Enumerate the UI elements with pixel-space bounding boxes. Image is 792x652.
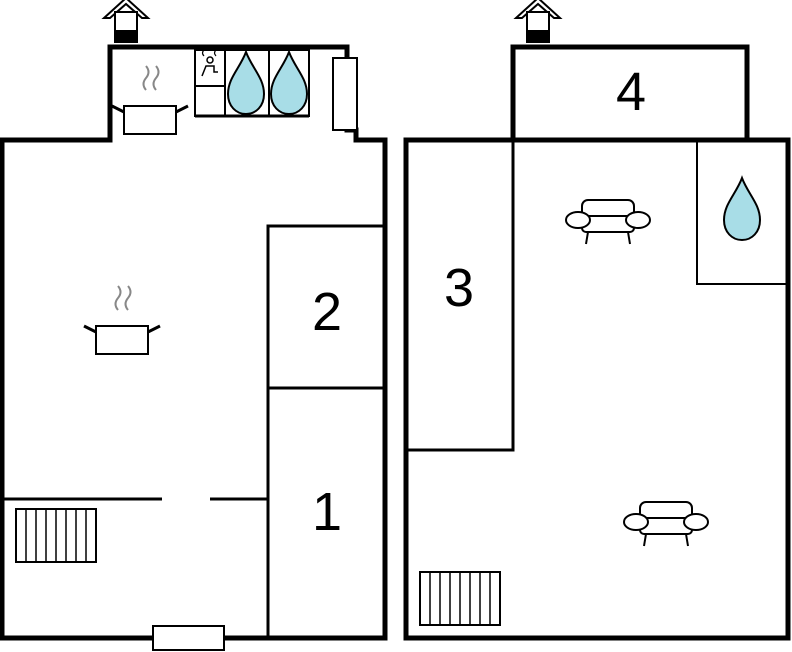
house-entrance-icon [103,0,149,43]
cooking-pot-icon [110,64,190,136]
ground-floor-walls [0,44,388,641]
room-1-label: 1 [312,482,342,542]
sauna-icon [201,49,218,77]
radiator-icon [419,571,501,626]
radiator-icon [15,508,97,563]
cooking-pot-icon [82,284,162,356]
window-icon [332,57,358,131]
room-2-label: 2 [312,282,342,342]
window-icon [152,625,225,651]
ground-floor-partitions [4,224,387,638]
sofa-icon [623,501,709,547]
room-3-label: 3 [444,258,474,318]
water-drop-icon [723,177,761,241]
house-entrance-icon [515,0,561,43]
upper-floor-walls [403,44,791,641]
room-4-label: 4 [616,62,646,122]
sofa-icon [565,199,651,245]
upper-floor-partitions [408,140,786,452]
